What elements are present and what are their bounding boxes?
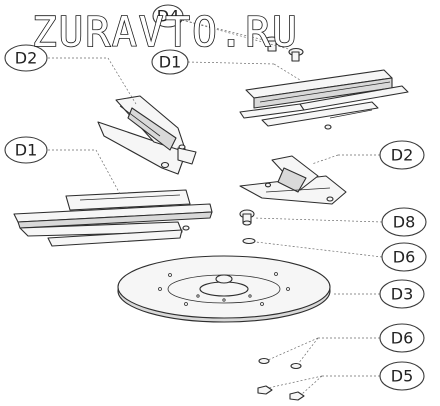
callout-d5-label: D5 — [391, 367, 414, 386]
leader-lines — [48, 19, 383, 395]
callout-d4-label: D4 — [157, 7, 180, 26]
callout-d2-right-label: D2 — [391, 146, 414, 165]
part-d2-bracket-right — [239, 155, 347, 205]
callout-d6-lower: D6 — [379, 323, 425, 353]
part-d4-bolts — [263, 36, 304, 62]
callout-d1-left-label: D1 — [15, 141, 38, 160]
part-d3-disc — [117, 255, 331, 323]
part-d6-washer-upper — [242, 237, 256, 245]
part-d5-nuts — [257, 385, 305, 401]
part-d1-rail-top — [239, 69, 409, 130]
part-d6-washers-lower — [258, 357, 302, 370]
callout-d1-top: D1 — [151, 49, 189, 75]
callout-d2-right: D2 — [379, 140, 425, 170]
part-d2-bracket-top — [97, 95, 197, 175]
callout-d8-label: D8 — [393, 213, 416, 232]
callout-d4: D4 — [152, 4, 184, 28]
part-d1-rail-left — [13, 189, 213, 247]
callout-d2-top-label: D2 — [15, 49, 38, 68]
callout-d1-left: D1 — [4, 136, 48, 164]
callout-d8: D8 — [381, 207, 427, 237]
callout-d3-label: D3 — [391, 285, 414, 304]
watermark-text: ZURAVTO.RU — [32, 8, 299, 56]
callout-d6-lower-label: D6 — [391, 329, 414, 348]
callout-d1-top-label: D1 — [159, 53, 182, 72]
callout-d6-upper: D6 — [381, 242, 427, 272]
callout-d2-top: D2 — [4, 44, 48, 72]
callout-d5: D5 — [379, 361, 425, 391]
callout-d3: D3 — [379, 279, 425, 309]
part-d8-bolt — [239, 209, 255, 226]
callout-d6-upper-label: D6 — [393, 248, 416, 267]
